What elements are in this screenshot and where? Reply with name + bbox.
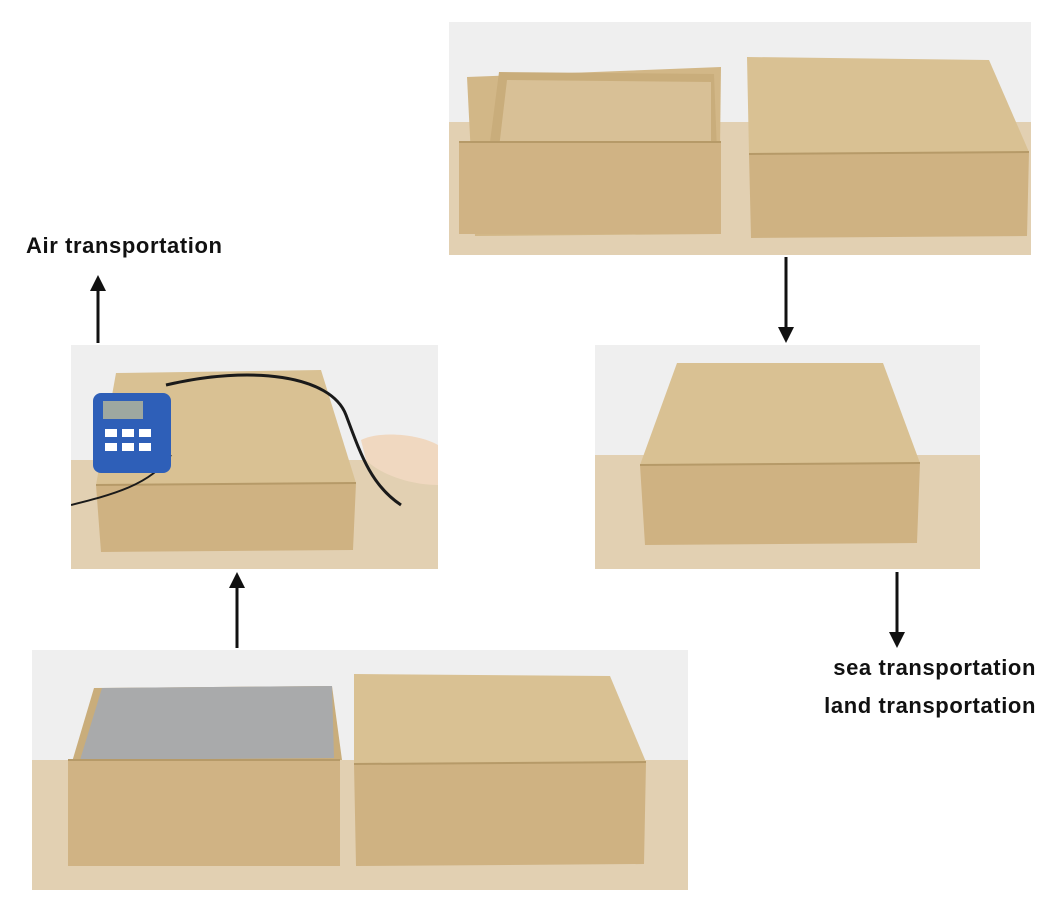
land-transportation-label: land transportation xyxy=(824,693,1036,718)
photo-insulated-box-bottom xyxy=(32,650,688,890)
thermometer-device-icon xyxy=(93,393,171,473)
air-transportation-label: Air transportation xyxy=(26,233,223,258)
sea-transportation-label: sea transportation xyxy=(833,655,1036,680)
arrow-down-icon xyxy=(889,572,905,648)
arrow-up-icon xyxy=(229,572,245,648)
photo-box-with-meter xyxy=(71,345,438,569)
arrow-up-icon xyxy=(90,275,106,343)
photo-open-box-top-right xyxy=(449,22,1031,255)
photo-closed-box-middle-right xyxy=(595,345,980,569)
arrow-down-icon xyxy=(778,257,794,343)
